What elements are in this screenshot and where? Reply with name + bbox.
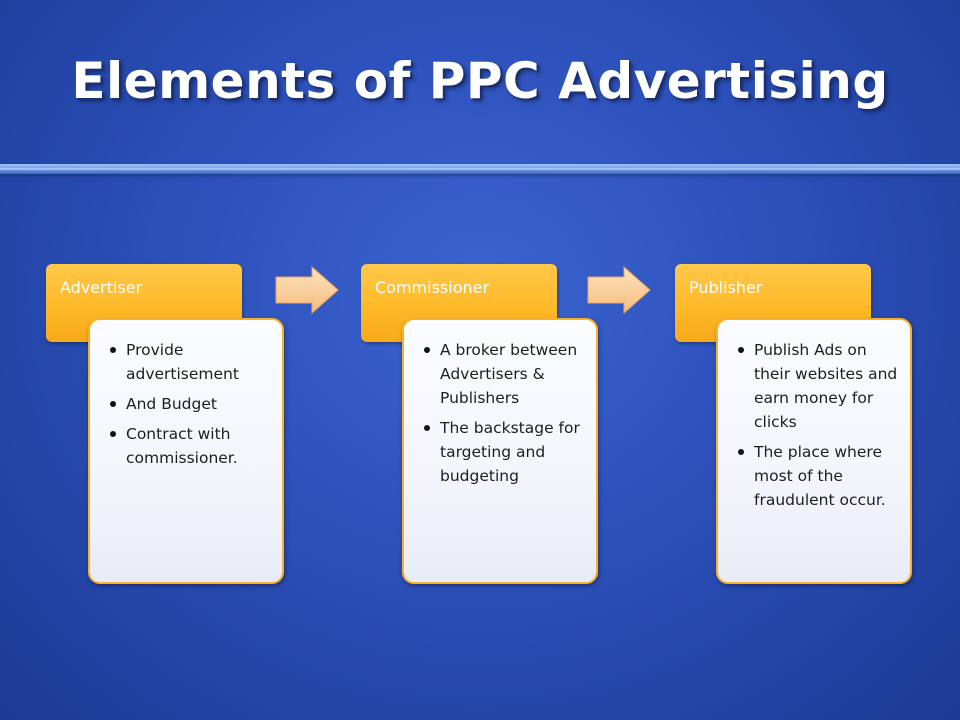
list-item: The backstage for targeting and budgetin…: [420, 416, 586, 488]
stage-body-advertiser: Provide advertisement And Budget Contrac…: [88, 318, 284, 584]
stage-header-label: Advertiser: [60, 278, 143, 297]
stage-body-commissioner: A broker between Advertisers & Publisher…: [402, 318, 598, 584]
list-item: And Budget: [106, 392, 272, 416]
stage-header-label: Commissioner: [375, 278, 490, 297]
list-item: Provide advertisement: [106, 338, 272, 386]
list-item: The place where most of the fraudulent o…: [734, 440, 900, 512]
list-item: Contract with commissioner.: [106, 422, 272, 470]
right-arrow-icon: [587, 265, 651, 315]
list-item: Publish Ads on their websites and earn m…: [734, 338, 900, 434]
bullet-list: Provide advertisement And Budget Contrac…: [106, 338, 272, 470]
bullet-list: Publish Ads on their websites and earn m…: [734, 338, 900, 512]
slide-title: Elements of PPC Advertising: [71, 52, 889, 110]
stage-header-label: Publisher: [689, 278, 763, 297]
list-item: A broker between Advertisers & Publisher…: [420, 338, 586, 410]
stage-body-publisher: Publish Ads on their websites and earn m…: [716, 318, 912, 584]
right-arrow-icon: [275, 265, 339, 315]
title-divider: [0, 164, 960, 174]
bullet-list: A broker between Advertisers & Publisher…: [420, 338, 586, 488]
